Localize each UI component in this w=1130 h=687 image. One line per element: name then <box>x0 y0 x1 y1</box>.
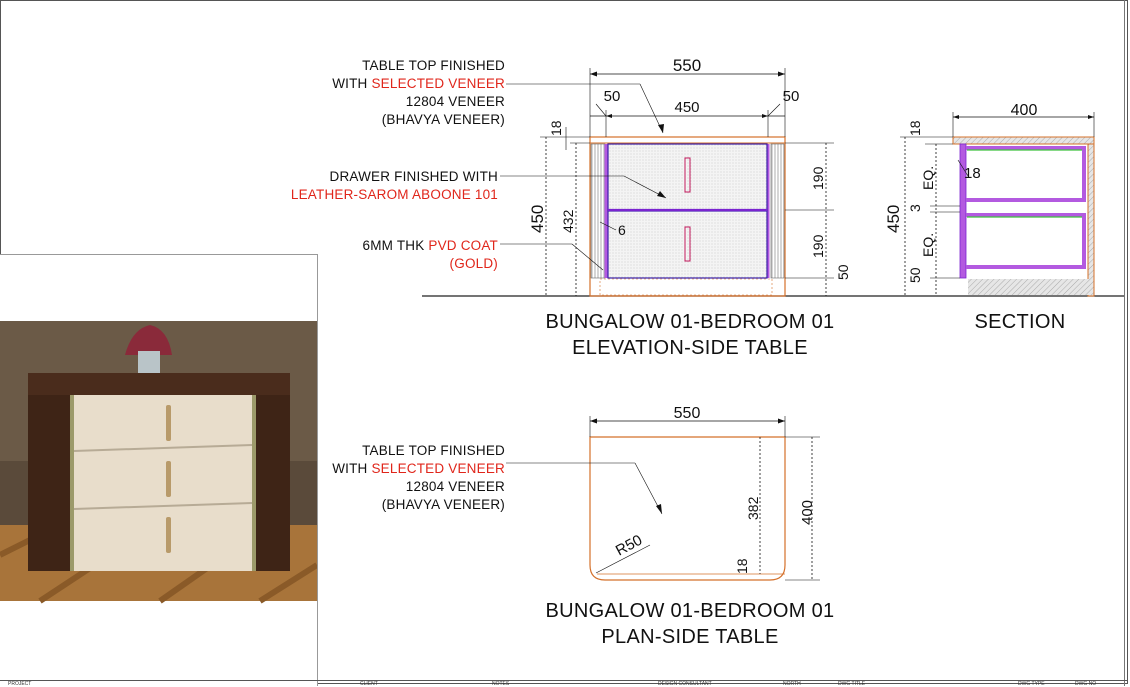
coat-note-gold: (GOLD) <box>449 256 498 271</box>
dim-left-panel: 50 <box>604 88 621 105</box>
section-dim-eq2: EQ. <box>920 233 936 257</box>
note-line-3: 12804 VENEER <box>405 94 505 109</box>
reference-photo <box>0 254 318 686</box>
tb-notes: NOTES <box>492 681 510 687</box>
base-plinth <box>599 278 773 296</box>
elevation-drawing: 550 450 50 50 18 450 432 6 190 190 50 <box>422 56 1124 297</box>
dim-base: 50 <box>835 264 851 280</box>
plan-dim-edge: 18 <box>734 558 750 574</box>
drawer-top-handle <box>684 157 691 193</box>
section-dim-top: 18 <box>907 120 923 136</box>
dim-right-panel: 50 <box>783 88 800 105</box>
section-front-coat <box>959 143 967 279</box>
coat-note-prefix: 6MM THK <box>362 238 429 253</box>
section-title-text: SECTION <box>974 311 1066 333</box>
drawer-top <box>607 143 768 211</box>
furniture-photo <box>0 321 317 604</box>
plan-title-line-1: BUNGALOW 01-BEDROOM 01 <box>545 600 835 622</box>
plan-note-line-4: (BHAVYA VENEER) <box>381 497 505 512</box>
dim-inner-width: 450 <box>674 99 699 116</box>
note-selected-veneer: SELECTED VENEER <box>371 76 505 91</box>
section-plinth <box>968 279 1090 295</box>
dim-top-thickness: 18 <box>548 120 564 136</box>
coat-note-pvd: PVD COAT <box>428 238 498 253</box>
elevation-note-table-top: TABLE TOP FINISHED WITH SELECTED VENEER … <box>300 57 505 129</box>
section-dim-depth: 400 <box>1011 102 1038 119</box>
drawer-note-leather: LEATHER-SAROM ABOONE 101 <box>290 187 498 202</box>
right-side-panel <box>770 143 785 279</box>
plan-dim-radius: R50 <box>613 532 645 560</box>
plan-note-line-3: 12804 VENEER <box>405 479 505 494</box>
dim-drawer1: 190 <box>810 166 826 190</box>
plan-outline <box>589 436 786 581</box>
dim-inner-height: 432 <box>560 209 576 233</box>
plan-drawing: 550 382 400 R50 18 <box>506 405 820 581</box>
carcass-outline <box>589 136 786 297</box>
section-dim-base: 50 <box>907 267 923 283</box>
elevation-note-drawer: DRAWER FINISHED WITH LEATHER-SAROM ABOON… <box>250 168 498 204</box>
title-block: PROJECT CLIENT NOTES DESIGN CONSULTANT N… <box>0 680 1128 687</box>
elevation-title-line-1: BUNGALOW 01-BEDROOM 01 <box>545 311 835 333</box>
dim-drawer2: 190 <box>810 234 826 258</box>
section-drawing: 400 18 450 EQ. EQ. 3 50 18 <box>884 102 1095 297</box>
dim-overall-width: 550 <box>673 56 701 75</box>
tb-client: CLIENT <box>360 681 378 687</box>
drawer-bottom <box>607 210 768 279</box>
frame-right-border <box>1124 0 1125 686</box>
section-title: SECTION <box>950 309 1090 335</box>
tb-project: PROJECT <box>8 681 32 687</box>
section-dim-mid: 3 <box>907 204 923 212</box>
dim-gap: 6 <box>618 222 626 238</box>
elevation-title: BUNGALOW 01-BEDROOM 01 ELEVATION-SIDE TA… <box>520 309 860 361</box>
plan-note-line-2-prefix: WITH <box>332 461 372 476</box>
section-top <box>952 136 1095 145</box>
note-line-2-prefix: WITH <box>332 76 372 91</box>
plan-note-table-top: TABLE TOP FINISHED WITH SELECTED VENEER … <box>300 442 505 514</box>
plan-dim-depth: 400 <box>799 500 816 525</box>
plan-dim-width: 550 <box>674 405 701 422</box>
section-drawer-bottom <box>966 213 1086 269</box>
tb-design-consultant: DESIGN CONSULTANT <box>658 681 712 687</box>
plan-title-line-2: PLAN-SIDE TABLE <box>601 626 779 648</box>
drawer-bottom-handle <box>684 226 691 262</box>
tb-dwg-type: DWG TYPE <box>1018 681 1045 687</box>
plan-title: BUNGALOW 01-BEDROOM 01 PLAN-SIDE TABLE <box>520 598 860 650</box>
tb-dwg-no: DWG NO <box>1075 681 1097 687</box>
elevation-note-coat: 6MM THK PVD COAT (GOLD) <box>300 237 498 273</box>
section-back <box>1087 143 1095 297</box>
section-dim-eq1: EQ. <box>920 166 936 190</box>
plan-dim-inner-depth: 382 <box>745 496 761 520</box>
left-side-panel <box>590 143 606 279</box>
section-dim-height: 450 <box>884 205 903 233</box>
drawer-note-line-1: DRAWER FINISHED WITH <box>329 169 498 184</box>
note-line-4: (BHAVYA VENEER) <box>381 112 505 127</box>
plan-note-selected-veneer: SELECTED VENEER <box>371 461 505 476</box>
plan-note-line-1: TABLE TOP FINISHED <box>362 443 505 458</box>
dim-overall-height: 450 <box>528 205 547 233</box>
tb-north: NORTH <box>783 681 801 687</box>
elevation-title-line-2: ELEVATION-SIDE TABLE <box>572 337 808 359</box>
tb-dwg-title: DWG TITLE <box>838 681 866 687</box>
section-drawer-top <box>966 146 1086 202</box>
section-dim-side: 18 <box>964 165 981 182</box>
note-line-1: TABLE TOP FINISHED <box>362 58 505 73</box>
